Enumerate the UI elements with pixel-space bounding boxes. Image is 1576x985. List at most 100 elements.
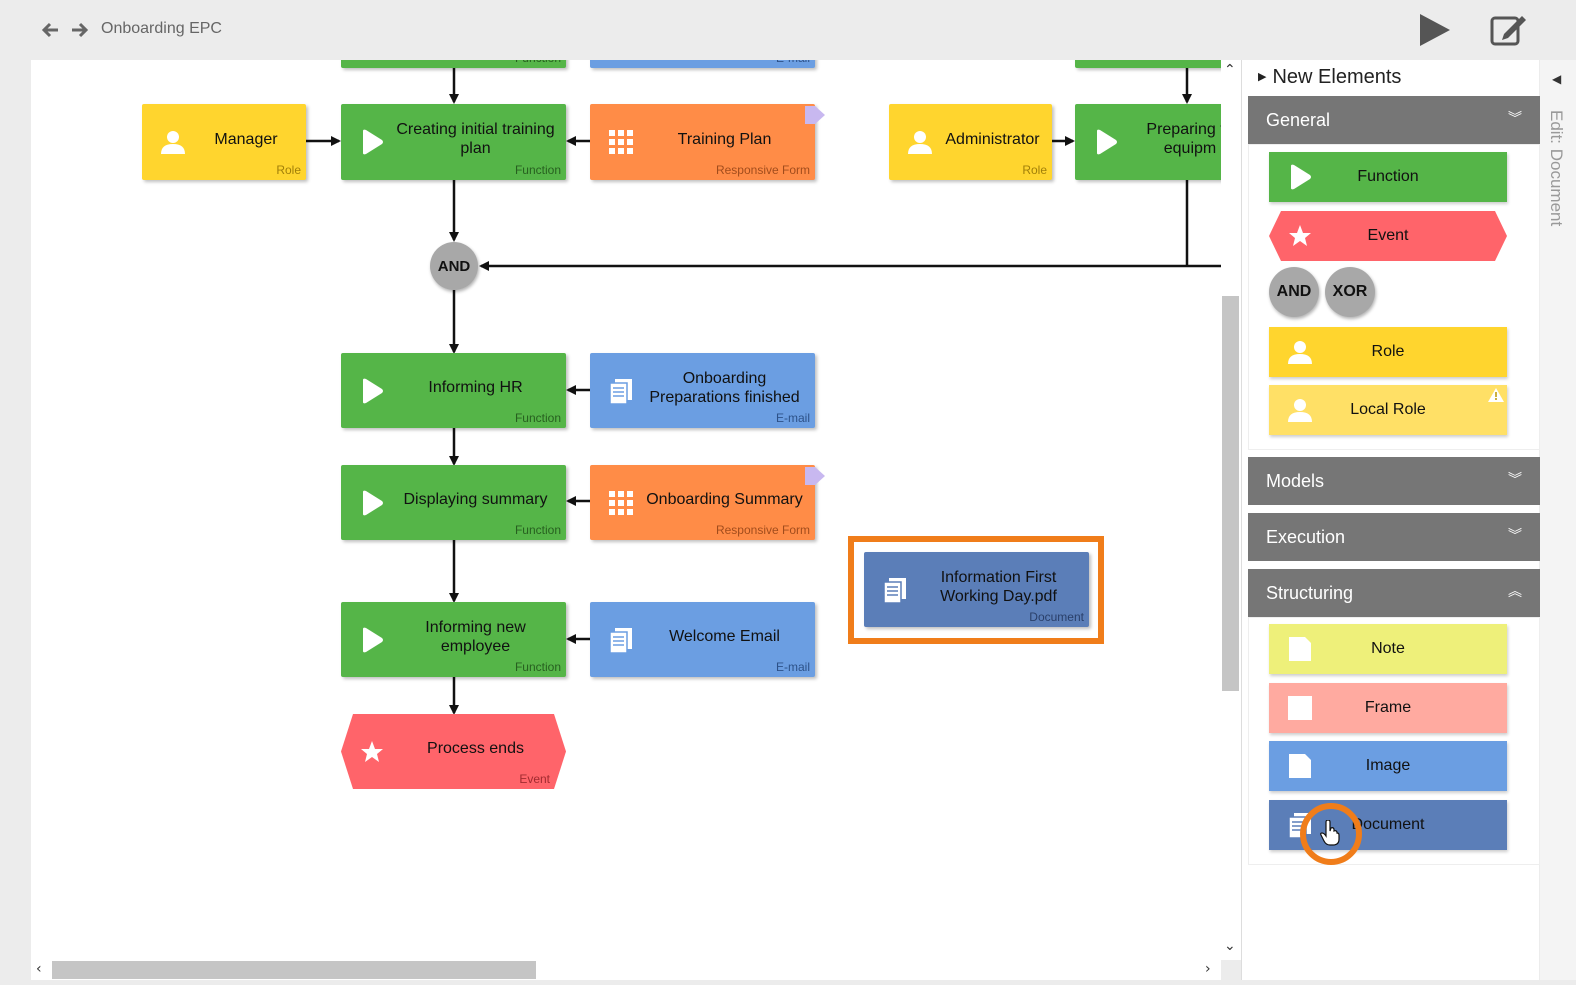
- scroll-down-icon[interactable]: ⌄: [1224, 938, 1236, 954]
- palette-function[interactable]: Function: [1269, 152, 1507, 202]
- email-node-onboarding-prep[interactable]: Onboarding Preparations finished E-mail: [590, 353, 815, 428]
- node-type: Role: [1022, 163, 1047, 177]
- page-title: Onboarding EPC: [101, 20, 222, 37]
- scroll-up-icon[interactable]: ⌃: [1224, 62, 1236, 78]
- panel-title: New Elements: [1272, 66, 1402, 88]
- section-title: Structuring: [1266, 583, 1354, 603]
- play-icon: [363, 129, 383, 155]
- palette-and-gateway[interactable]: AND: [1269, 267, 1319, 317]
- grid-icon: [609, 130, 633, 154]
- person-icon: [161, 131, 185, 154]
- connector-lines: [306, 68, 1221, 715]
- node-label: Process ends: [427, 740, 524, 757]
- section-general-header[interactable]: General ︾: [1248, 96, 1540, 144]
- play-icon: [363, 378, 383, 403]
- tag-icon: [805, 467, 825, 485]
- tag-icon: [805, 106, 825, 124]
- play-icon: [363, 627, 383, 652]
- node-type: Responsive Form: [715, 163, 810, 177]
- vertical-scroll-thumb[interactable]: [1222, 296, 1239, 691]
- event-node-process-ends[interactable]: Process ends Event: [341, 714, 566, 789]
- palette-label: Frame: [1364, 699, 1412, 716]
- edit-side-tab[interactable]: [1540, 60, 1576, 980]
- function-node-partial[interactable]: Function: [341, 60, 566, 68]
- email-node-partial[interactable]: E-mail: [590, 60, 815, 68]
- horizontal-scroll-thumb[interactable]: [52, 961, 536, 979]
- function-node-informing-new-employee[interactable]: Informing new employee Function: [341, 602, 566, 677]
- palette-label: Local Role: [1350, 401, 1426, 418]
- new-elements-panel: ▶ New Elements General ︾ Function Event A…: [1241, 60, 1540, 980]
- node-label: Manager: [214, 130, 278, 148]
- section-structuring-body: Note Frame Image Document: [1248, 617, 1540, 865]
- section-models-header[interactable]: Models ︾: [1248, 457, 1540, 505]
- node-type: Event: [519, 772, 550, 786]
- function-node-preparing[interactable]: Preparing to equipm: [1075, 104, 1221, 180]
- section-title: Execution: [1266, 527, 1346, 547]
- form-node-onboarding-summary[interactable]: Onboarding Summary Responsive Form: [590, 465, 825, 540]
- chevron-double-down-icon: ︾: [1508, 472, 1522, 488]
- arrow-left-icon[interactable]: [40, 20, 60, 40]
- click-indicator: [1300, 803, 1362, 865]
- node-label: Informing HR: [428, 379, 523, 396]
- arrow-right-icon[interactable]: [70, 20, 90, 40]
- node-label: Onboarding Preparations finished: [649, 369, 800, 406]
- node-type: Document: [1029, 610, 1084, 624]
- caret-left-icon[interactable]: ◀: [1552, 72, 1562, 86]
- hand-cursor-icon: [1320, 820, 1340, 846]
- function-node-creating-plan[interactable]: Creating initial training plan Function: [341, 104, 566, 180]
- node-type: Function: [514, 660, 561, 674]
- form-node-training-plan[interactable]: Training Plan Responsive Form: [590, 104, 825, 180]
- section-title: Models: [1266, 471, 1325, 491]
- frame-icon: [1288, 696, 1312, 720]
- node-type: Responsive Form: [715, 523, 810, 537]
- section-execution-header[interactable]: Execution ︾: [1248, 513, 1540, 561]
- document-icon: [883, 577, 906, 603]
- palette-label: Note: [1371, 640, 1405, 657]
- palette-local-role[interactable]: Local Role: [1269, 385, 1507, 435]
- node-type: Function: [515, 60, 561, 65]
- document-icon: [609, 627, 632, 653]
- play-icon[interactable]: [1414, 10, 1454, 50]
- palette-image[interactable]: Image: [1269, 741, 1507, 791]
- node-label: Welcome Email: [669, 628, 780, 645]
- chevron-double-up-icon: ︽: [1508, 584, 1522, 600]
- document-node-info-first-day[interactable]: Information First Working Day.pdf Docume…: [864, 552, 1089, 627]
- and-gateway[interactable]: AND: [430, 242, 478, 290]
- node-type: Role: [276, 163, 301, 177]
- scroll-right-icon[interactable]: ›: [1205, 961, 1211, 977]
- edit-icon[interactable]: [1488, 10, 1528, 50]
- star-icon: [1289, 225, 1311, 246]
- chevron-double-down-icon: ︾: [1508, 111, 1522, 127]
- palette-xor-gateway[interactable]: XOR: [1325, 267, 1375, 317]
- section-structuring-header[interactable]: Structuring ︽: [1248, 569, 1540, 617]
- palette-event[interactable]: Event: [1269, 211, 1507, 261]
- panel-header[interactable]: ▶ New Elements: [1258, 66, 1401, 89]
- side-tab-label[interactable]: Edit: Document: [1547, 110, 1566, 227]
- caret-right-icon: ▶: [1258, 71, 1267, 83]
- email-node-welcome[interactable]: Welcome Email E-mail: [590, 602, 815, 677]
- star-icon: [361, 740, 383, 762]
- scroll-left-icon[interactable]: ‹: [36, 961, 42, 977]
- role-node-administrator[interactable]: Administrator Role: [889, 104, 1052, 180]
- role-node-manager[interactable]: Manager Role: [142, 104, 306, 180]
- play-icon: [1291, 164, 1311, 190]
- top-bar: Onboarding EPC: [0, 0, 1576, 60]
- function-node-partial-right[interactable]: [1075, 60, 1221, 68]
- person-icon: [1288, 341, 1312, 364]
- warning-icon: [1488, 388, 1504, 402]
- palette-label: Role: [1371, 343, 1405, 360]
- node-type: E-mail: [775, 660, 810, 674]
- section-general-body: Function Event AND XOR Role Local Role: [1248, 144, 1540, 450]
- diagram-canvas[interactable]: Function E-mail Manager Role Creating in…: [31, 60, 1221, 960]
- node-type: Function: [514, 523, 561, 537]
- palette-frame[interactable]: Frame: [1269, 683, 1507, 733]
- node-label: Informing new employee: [425, 618, 526, 655]
- node-label: Information First Working Day.pdf: [940, 568, 1057, 605]
- palette-role[interactable]: Role: [1269, 327, 1507, 377]
- function-node-informing-hr[interactable]: Informing HR Function: [341, 353, 566, 428]
- palette-note[interactable]: Note: [1269, 624, 1507, 674]
- node-label: Displaying summary: [403, 491, 548, 508]
- function-node-displaying-summary[interactable]: Displaying summary Function: [341, 465, 566, 540]
- chevron-double-down-icon: ︾: [1508, 528, 1522, 544]
- image-icon: [1289, 754, 1311, 778]
